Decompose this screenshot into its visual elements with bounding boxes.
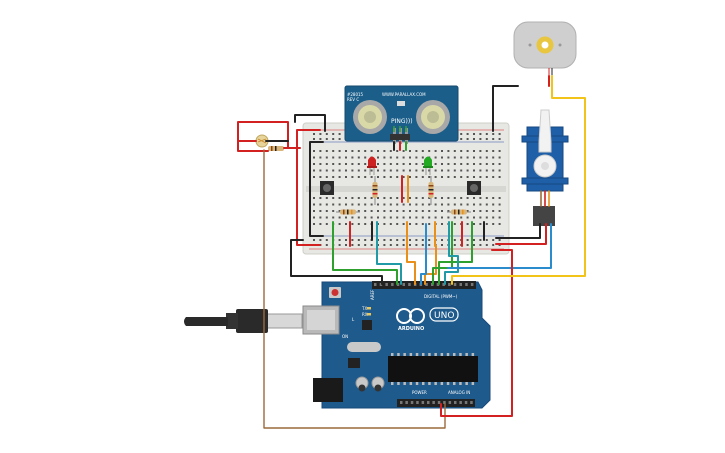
analog-label: ANALOG IN [448, 390, 470, 395]
arduino-brand: ARDUINO [398, 326, 424, 332]
header-pin[interactable] [464, 401, 468, 404]
header-pin[interactable] [437, 401, 441, 404]
resistor[interactable] [447, 209, 471, 215]
header-pin[interactable] [470, 401, 473, 404]
wire-red[interactable] [237, 140, 269, 152]
wire-teal[interactable] [444, 221, 459, 285]
wire-green[interactable] [432, 221, 453, 285]
pushbutton[interactable] [467, 181, 481, 195]
resistor[interactable] [428, 176, 434, 205]
usb-cable[interactable] [184, 309, 303, 333]
wire-red[interactable] [296, 129, 321, 246]
arduino-uno-board[interactable]: DIGITAL (PWM~) AREF ARDUINO UNO TX RX L … [302, 281, 491, 409]
header-pin[interactable] [396, 283, 400, 286]
sensor-title: PING))) [391, 118, 413, 125]
header-pin[interactable] [448, 283, 451, 286]
resistor[interactable] [336, 209, 360, 215]
header-pin[interactable] [405, 401, 408, 404]
arduino-logo: ARDUINO [396, 308, 425, 332]
chip-pins [391, 353, 475, 385]
header-pin[interactable] [470, 283, 474, 286]
wire-yellow[interactable] [451, 75, 586, 285]
header-pin[interactable] [421, 401, 425, 404]
header-pin[interactable] [400, 401, 403, 404]
header-pin[interactable] [427, 401, 430, 404]
power-label: POWER [412, 390, 427, 395]
header-pin[interactable] [408, 283, 411, 286]
rx-label: RX [362, 312, 368, 317]
dc-motor[interactable] [513, 21, 577, 76]
header-pin[interactable] [465, 283, 468, 286]
wire-green[interactable] [438, 221, 473, 285]
uno-badge [429, 307, 459, 322]
wire-black[interactable] [290, 239, 383, 285]
header-pin[interactable] [379, 283, 383, 286]
wire-red[interactable] [237, 121, 289, 148]
header-pin[interactable] [391, 283, 394, 286]
wire-green[interactable] [332, 221, 398, 285]
digital-label: DIGITAL (PWM~) [424, 294, 458, 299]
header-pin[interactable] [459, 401, 462, 404]
sensor-part-number: #28015 [347, 92, 364, 97]
header-pin[interactable] [416, 401, 419, 404]
header-pin[interactable] [385, 283, 388, 286]
header-pin[interactable] [453, 283, 457, 286]
wire-orange[interactable] [424, 245, 437, 285]
wire-orange[interactable] [406, 221, 416, 285]
power-analog-header [397, 399, 475, 407]
wire-black[interactable] [492, 85, 519, 132]
green-led[interactable] [423, 156, 433, 176]
pushbutton[interactable] [320, 181, 334, 195]
servo-connector [533, 206, 555, 226]
header-pin[interactable] [436, 283, 440, 286]
aref-label: AREF [370, 289, 375, 300]
crystal [347, 342, 381, 352]
wire-black[interactable] [309, 141, 324, 237]
wire-red[interactable] [495, 223, 547, 245]
power-analog-pins[interactable] [400, 401, 473, 404]
wire-blue[interactable] [447, 223, 552, 269]
header-pin[interactable] [425, 283, 428, 286]
ultrasonic-sensor[interactable]: WWW.PARALLAX.COM #28015 REV C PING))) [344, 85, 459, 144]
wire-black[interactable] [495, 223, 541, 239]
header-pin[interactable] [432, 401, 435, 404]
power-jack[interactable] [313, 378, 343, 402]
wire-red[interactable] [440, 249, 513, 417]
wire-blue[interactable] [420, 239, 427, 285]
header-pin[interactable] [374, 283, 377, 286]
usb-chip [362, 320, 372, 330]
sensor-revision: REV C [347, 97, 359, 102]
wire-teal[interactable] [376, 221, 402, 285]
tx-label: TX [361, 306, 367, 311]
breadboard[interactable] [302, 122, 510, 255]
uno-label: UNO [434, 311, 454, 321]
header-pin[interactable] [402, 283, 406, 286]
sensor-url: WWW.PARALLAX.COM [382, 92, 426, 97]
wire-black[interactable] [294, 114, 326, 132]
header-pin[interactable] [459, 283, 463, 286]
header-pin[interactable] [443, 401, 446, 404]
on-label: ON [342, 334, 348, 339]
red-led[interactable] [367, 156, 377, 176]
header-pin[interactable] [454, 401, 457, 404]
voltage-regulator [348, 358, 360, 368]
photoresistor-resistor[interactable] [268, 146, 284, 151]
wires [237, 75, 586, 429]
atmega-chip [388, 356, 478, 382]
resistor[interactable] [372, 176, 378, 205]
digital-header [372, 281, 476, 289]
header-pin[interactable] [448, 401, 452, 404]
servo-motor[interactable] [521, 109, 569, 226]
header-pin[interactable] [410, 401, 414, 404]
l-label: L [352, 317, 355, 322]
header-pin[interactable] [442, 283, 445, 286]
